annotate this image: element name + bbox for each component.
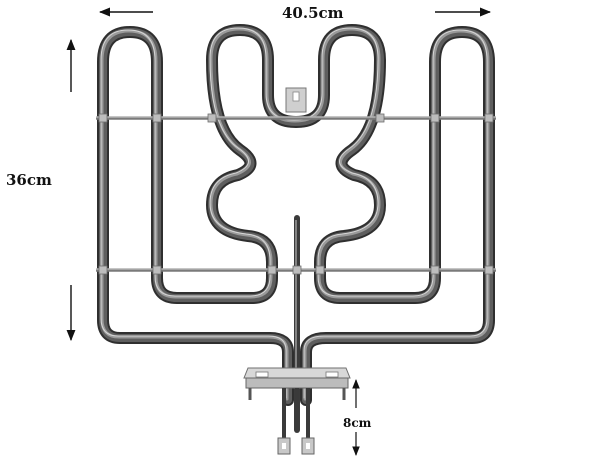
width-dimension-label: 40.5cm — [282, 4, 344, 22]
dimension-arrows — [66, 7, 492, 456]
terminal-pins — [277, 388, 315, 455]
mounting-tab — [285, 87, 307, 113]
terminal-pin-left — [277, 388, 291, 455]
terminal-pin-right — [301, 388, 315, 455]
terminal-length-label: 8cm — [343, 416, 372, 430]
height-dimension-label: 36cm — [6, 171, 52, 189]
